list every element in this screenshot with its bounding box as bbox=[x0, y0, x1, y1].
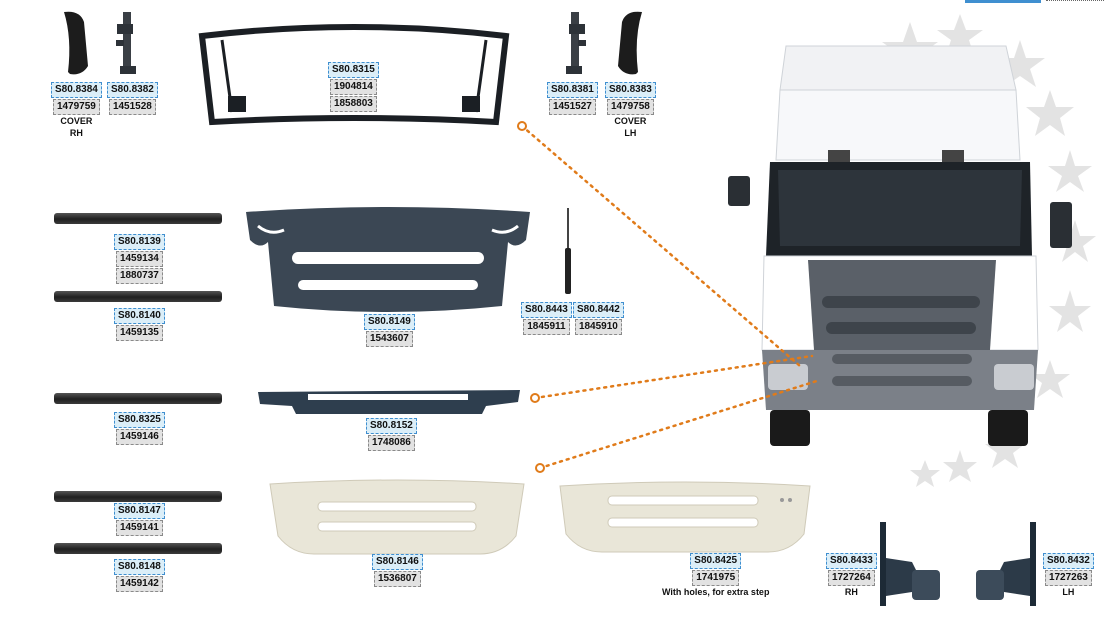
oem-number: 1451528 bbox=[108, 99, 156, 115]
trim-strip-8140-image bbox=[54, 291, 222, 302]
grille-panel-image bbox=[246, 207, 530, 312]
header-accent-blue bbox=[965, 0, 1041, 3]
oem-number: 1479759 bbox=[52, 99, 100, 115]
part-code: S80.8425 bbox=[690, 553, 742, 569]
decorative-stars bbox=[882, 14, 1096, 487]
part-code: S80.8383 bbox=[605, 82, 656, 98]
oem-number: 1741975 bbox=[692, 570, 740, 586]
part-8383-label: S80.8383 1479758 COVER LH bbox=[605, 82, 656, 139]
part-code: S80.8325 bbox=[114, 412, 165, 428]
part-8147-label: S80.8147 1459141 bbox=[114, 503, 165, 536]
part-code: S80.8149 bbox=[364, 314, 415, 330]
bracket-8381-image bbox=[566, 12, 586, 74]
trim-strip-8148-image bbox=[54, 543, 222, 554]
oem-number: 1880737 bbox=[115, 268, 163, 284]
oem-number: 1536807 bbox=[373, 571, 421, 587]
step-bracket-lh-image bbox=[976, 522, 1036, 606]
part-code: S80.8140 bbox=[114, 308, 165, 324]
part-code: S80.8382 bbox=[107, 82, 158, 98]
part-code: S80.8442 bbox=[573, 302, 624, 318]
part-caption: RH bbox=[844, 587, 858, 597]
part-caption: RH bbox=[69, 128, 83, 138]
part-caption: LH bbox=[1062, 587, 1075, 597]
part-code: S80.8148 bbox=[114, 559, 165, 575]
part-8146-label: S80.8146 1536807 bbox=[372, 554, 423, 587]
bumper-bracket-image bbox=[258, 390, 520, 414]
oem-number: 1459134 bbox=[115, 251, 163, 267]
lower-panel-8146-image bbox=[269, 479, 525, 555]
lower-panel-8425-image bbox=[559, 481, 811, 553]
oem-number: 1459142 bbox=[115, 576, 163, 592]
gas-spring-image bbox=[565, 208, 571, 294]
part-8140-label: S80.8140 1459135 bbox=[114, 308, 165, 341]
part-code: S80.8146 bbox=[372, 554, 423, 570]
part-8443-label: S80.8443 1845911 bbox=[521, 302, 572, 335]
step-bracket-rh-image bbox=[880, 522, 940, 606]
truck-illustration bbox=[728, 14, 1096, 487]
trim-strip-8147-image bbox=[54, 491, 222, 502]
part-caption: COVER bbox=[60, 116, 93, 126]
part-8442-label: S80.8442 1845910 bbox=[573, 302, 624, 335]
oem-number: 1904814 bbox=[329, 79, 377, 95]
oem-number: 1858803 bbox=[329, 96, 377, 112]
oem-number: 1479758 bbox=[606, 99, 654, 115]
cover-lh-image bbox=[618, 11, 642, 75]
part-8382-label: S80.8382 1451528 bbox=[107, 82, 158, 115]
oem-number: 1727263 bbox=[1044, 570, 1092, 586]
oem-number: 1845911 bbox=[523, 319, 570, 335]
oem-number: 1459141 bbox=[115, 520, 163, 536]
header-accent-dotted bbox=[1046, 0, 1104, 4]
part-code: S80.8384 bbox=[51, 82, 102, 98]
oem-number: 1543607 bbox=[365, 331, 413, 347]
oem-number: 1748086 bbox=[367, 435, 415, 451]
part-8148-label: S80.8148 1459142 bbox=[114, 559, 165, 592]
part-8325-label: S80.8325 1459146 bbox=[114, 412, 165, 445]
windscreen-frame-image bbox=[198, 24, 510, 126]
part-code: S80.8139 bbox=[114, 234, 165, 250]
part-8384-label: S80.8384 1479759 COVER RH bbox=[51, 82, 102, 139]
oem-number: 1451527 bbox=[548, 99, 596, 115]
part-code: S80.8443 bbox=[521, 302, 572, 318]
part-caption: With holes, for extra step bbox=[662, 587, 770, 597]
oem-number: 1727264 bbox=[827, 570, 875, 586]
part-8149-label: S80.8149 1543607 bbox=[364, 314, 415, 347]
part-caption: COVER bbox=[614, 116, 647, 126]
part-8432-label: S80.8432 1727263 LH bbox=[1043, 553, 1094, 598]
part-8381-label: S80.8381 1451527 bbox=[547, 82, 598, 115]
oem-number: 1459135 bbox=[115, 325, 163, 341]
part-8425-label: S80.8425 1741975 With holes, for extra s… bbox=[662, 553, 769, 598]
trim-strip-8325-image bbox=[54, 393, 222, 404]
part-code: S80.8433 bbox=[826, 553, 877, 569]
part-caption: LH bbox=[624, 128, 637, 138]
part-code: S80.8381 bbox=[547, 82, 598, 98]
cover-rh-image bbox=[64, 11, 88, 75]
part-8433-label: S80.8433 1727264 RH bbox=[826, 553, 877, 598]
bracket-8382-image bbox=[116, 12, 136, 74]
part-code: S80.8432 bbox=[1043, 553, 1094, 569]
oem-number: 1845910 bbox=[574, 319, 622, 335]
part-8315-label: S80.8315 1904814 1858803 bbox=[328, 62, 379, 112]
part-code: S80.8315 bbox=[328, 62, 379, 78]
part-8139-label: S80.8139 1459134 1880737 bbox=[114, 234, 165, 284]
part-8152-label: S80.8152 1748086 bbox=[366, 418, 417, 451]
trim-strip-8139-image bbox=[54, 213, 222, 224]
part-code: S80.8147 bbox=[114, 503, 165, 519]
part-code: S80.8152 bbox=[366, 418, 417, 434]
oem-number: 1459146 bbox=[115, 429, 163, 445]
